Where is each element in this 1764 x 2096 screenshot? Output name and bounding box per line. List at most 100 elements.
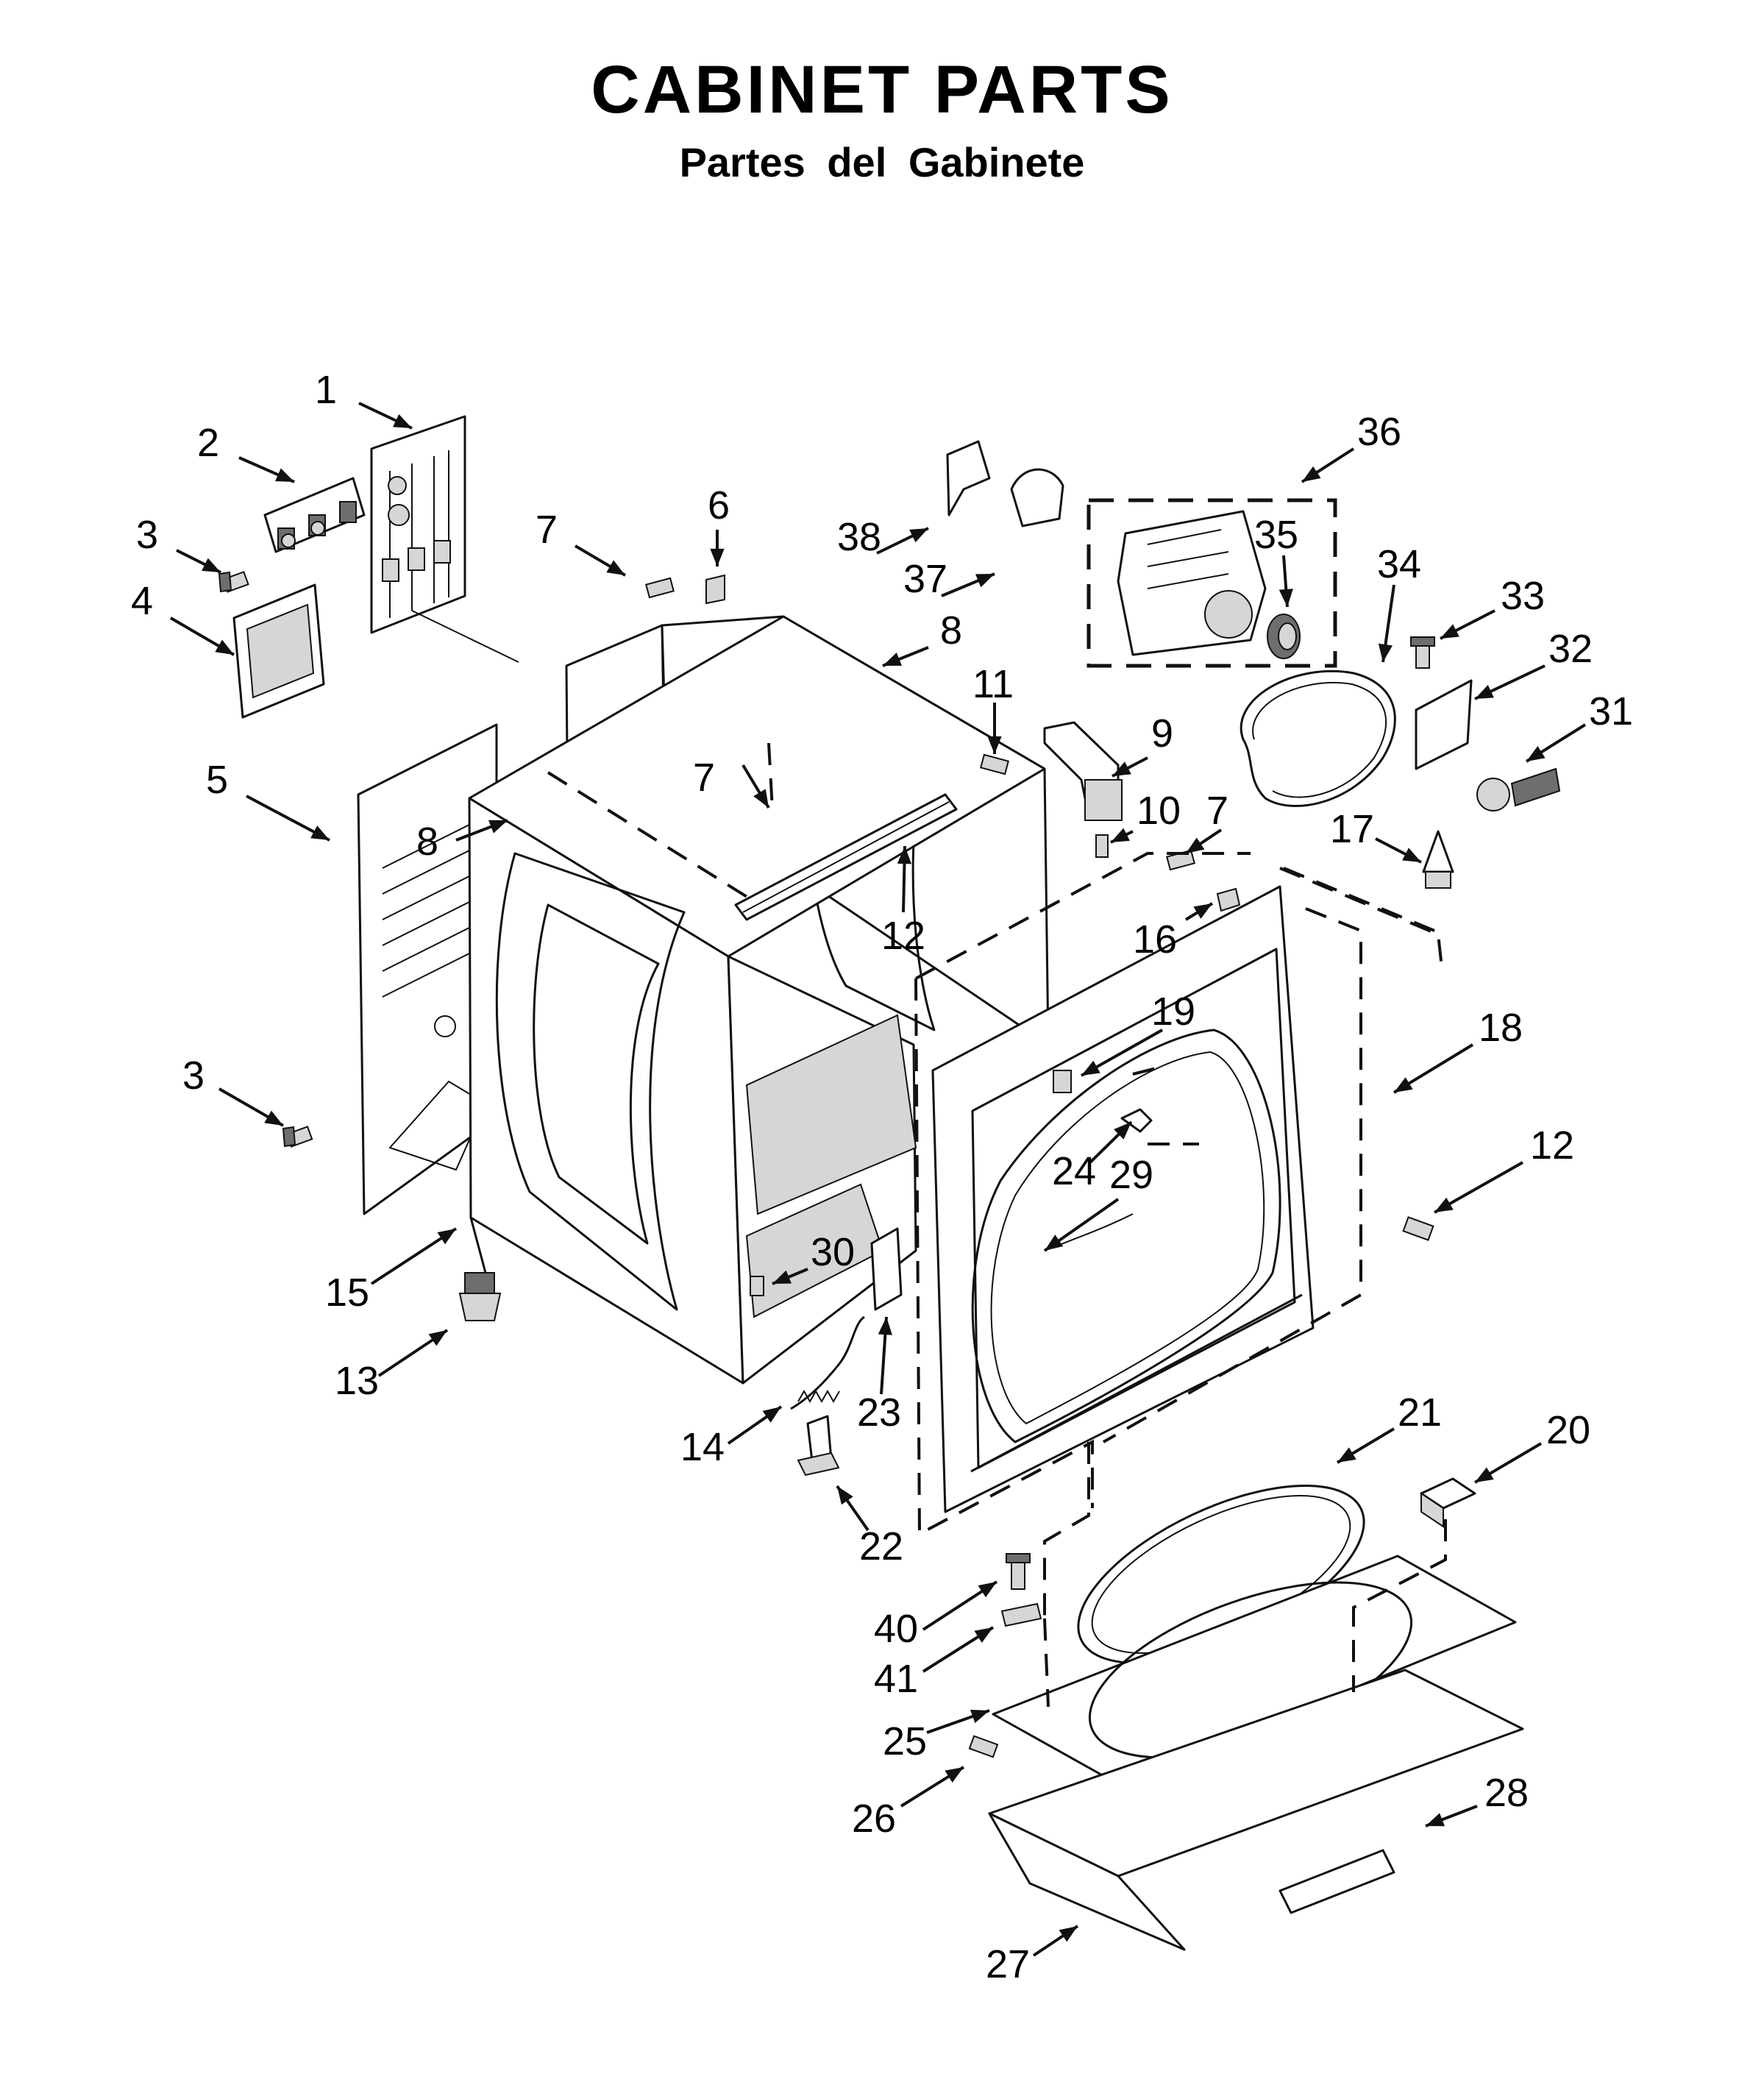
part-41-clip (1000, 1602, 1042, 1627)
callout-40: 40 (874, 1607, 918, 1651)
leader-arrowhead (1059, 1926, 1078, 1942)
part-35-pulley (1267, 614, 1301, 659)
leader-arrowhead (393, 413, 412, 428)
leader-arrowhead (1394, 1077, 1413, 1093)
leader-arrowhead (978, 1582, 997, 1598)
leader-arrowhead (488, 820, 508, 834)
part-28-handle (1278, 1849, 1395, 1914)
callout-7-right: 7 (1206, 789, 1228, 833)
callout-22: 22 (859, 1524, 903, 1569)
leader-arrowhead (275, 468, 294, 482)
part-19-door-catch (1053, 1070, 1072, 1093)
part-3-screw-lower (282, 1126, 313, 1148)
callout-37: 37 (903, 557, 947, 601)
callout-8-left: 8 (416, 820, 438, 864)
leader-arrowhead (264, 1110, 283, 1126)
callout-11: 11 (972, 662, 1014, 706)
leader-arrowhead (974, 1627, 993, 1644)
leader-arrowhead (987, 736, 1002, 754)
leader-arrowhead (215, 639, 234, 655)
callout-1: 1 (315, 368, 337, 412)
callout-27: 27 (986, 1942, 1030, 1986)
part-15-front-corner (469, 1217, 487, 1273)
leader-arrowhead (975, 574, 995, 588)
leader-arrowhead (437, 1229, 456, 1245)
callout-26: 26 (852, 1797, 896, 1841)
callout-8-top: 8 (940, 608, 962, 653)
callout-35: 35 (1254, 513, 1298, 557)
callout-30: 30 (811, 1230, 855, 1274)
leader-arrowhead (1402, 848, 1421, 862)
callout-21: 21 (1398, 1390, 1442, 1435)
leader-arrowhead (1112, 761, 1131, 776)
callout-3-lower: 3 (182, 1054, 205, 1098)
part-14-door-spring (790, 1315, 865, 1410)
callout-31: 31 (1589, 689, 1633, 733)
part-30-clip (750, 1276, 764, 1296)
part-27-pan (988, 1669, 1524, 1951)
leader-arrowhead (606, 560, 625, 575)
callout-29: 29 (1109, 1153, 1153, 1197)
part-3-screw-upper (218, 571, 249, 593)
part-37-motor-clamp (1010, 468, 1064, 527)
callout-3-upper: 3 (136, 513, 158, 557)
callout-18: 18 (1479, 1006, 1523, 1050)
leader-arrowhead (909, 528, 928, 543)
callout-17: 17 (1330, 807, 1374, 851)
page-title: CABINET PARTS (591, 52, 1173, 127)
part-2-switch-set (263, 477, 366, 553)
callout-5: 5 (206, 758, 228, 802)
leader-arrowhead (762, 1407, 781, 1423)
callout-15: 15 (325, 1271, 369, 1315)
callout-24: 24 (1052, 1149, 1096, 1193)
leader-arrowhead (945, 1767, 964, 1783)
part-40-screw (1006, 1553, 1031, 1590)
part-7-screw-top (645, 577, 675, 599)
callout-14: 14 (680, 1425, 725, 1469)
callout-2: 2 (197, 421, 219, 465)
page-subtitle: Partes del Gabinete (679, 139, 1085, 185)
part-16-tab (1216, 887, 1241, 912)
part-24-wing-nut (1120, 1108, 1153, 1133)
callout-12-brace: 12 (881, 914, 925, 958)
callout-9: 9 (1151, 711, 1173, 756)
callout-16: 16 (1133, 917, 1177, 962)
callout-23: 23 (857, 1390, 901, 1435)
leader-arrowhead (837, 1486, 853, 1505)
part-34-drive-belt (1240, 669, 1396, 807)
callout-28: 28 (1484, 1771, 1529, 1815)
callout-41: 41 (874, 1657, 918, 1701)
assembly-guide-lines (547, 742, 1447, 1708)
leader-arrowhead (1526, 746, 1546, 761)
callout-34: 34 (1377, 542, 1421, 586)
part-9-bracket (1043, 721, 1123, 821)
leader-arrowhead (1186, 837, 1205, 853)
callout-19: 19 (1151, 990, 1195, 1034)
leader-arrowhead (1434, 1197, 1454, 1212)
part-38-motor-mount (946, 440, 991, 516)
leader-arrowhead (883, 653, 902, 666)
leader-arrowhead (970, 1709, 989, 1724)
leader-arrowhead (1426, 1813, 1445, 1827)
part-11-screw (980, 753, 1009, 775)
callout-36: 36 (1357, 410, 1401, 454)
leader-arrowhead (1475, 1467, 1494, 1482)
leader-arrowhead (202, 558, 221, 572)
callout-38: 38 (837, 515, 881, 559)
part-33-screw (1410, 636, 1435, 669)
leader-arrowhead (428, 1330, 447, 1346)
part-23-hinge (870, 1227, 903, 1311)
part-13-leveling-leg (458, 1272, 502, 1321)
callout-13: 13 (335, 1359, 379, 1403)
part-12-screw (1402, 1216, 1434, 1241)
part-1-wire-harness (370, 415, 519, 663)
part-32-motor-bracket (1415, 679, 1473, 770)
part-36-drive-motor (1087, 498, 1337, 668)
leader-arrowhead (1045, 1234, 1064, 1251)
leader-arrowhead (710, 548, 725, 566)
part-20-latch (1420, 1477, 1476, 1528)
leader-arrowhead (1337, 1447, 1356, 1463)
leader-arrowhead (1302, 466, 1321, 482)
